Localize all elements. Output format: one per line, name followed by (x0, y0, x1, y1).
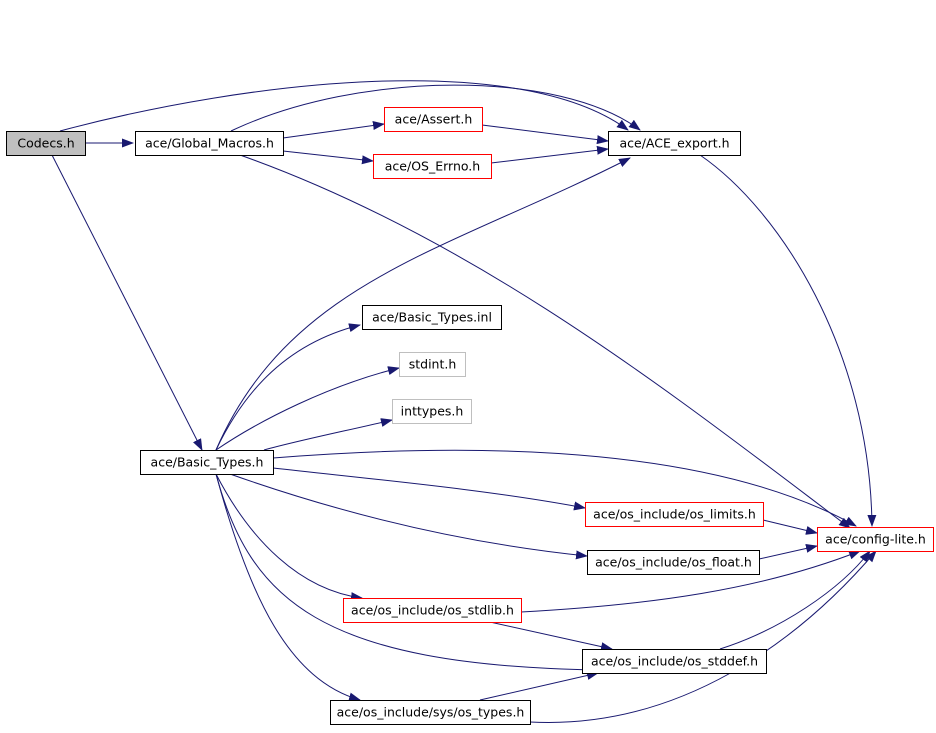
edge-limits-to-config (762, 519, 818, 535)
edge-assert-to-export (481, 124, 609, 145)
edge-export-to-config (699, 154, 877, 527)
node-inttypes[interactable]: inttypes.h (392, 399, 472, 424)
node-basic[interactable]: ace/Basic_Types.h (140, 450, 274, 475)
edge-basic-to-export (215, 157, 631, 451)
node-export[interactable]: ace/ACE_export.h (608, 131, 741, 156)
node-systypes[interactable]: ace/os_include/sys/os_types.h (330, 700, 531, 725)
node-oserrno[interactable]: ace/OS_Errno.h (373, 154, 492, 179)
node-box-global (135, 131, 284, 156)
node-label-stddef: ace/os_include/os_stddef.h (591, 654, 758, 669)
edge-basic-to-float (229, 473, 588, 560)
node-box-codecs (6, 131, 86, 156)
node-label-stdlib: ace/os_include/os_stdlib.h (351, 603, 514, 618)
node-label-codecs: Codecs.h (17, 136, 74, 151)
node-label-float: ace/os_include/os_float.h (595, 555, 752, 570)
node-stdlib[interactable]: ace/os_include/os_stdlib.h (343, 598, 522, 623)
edge-systypes-to-config (529, 550, 877, 723)
node-codecs[interactable]: Codecs.h (6, 131, 86, 156)
node-box-float (587, 550, 760, 575)
node-label-systypes: ace/os_include/sys/os_types.h (337, 705, 525, 720)
edges-layer (51, 80, 877, 723)
edge-basic-to-inttypes (263, 418, 393, 451)
edge-stdlib-to-stddef (489, 621, 613, 652)
node-label-oserrno: ace/OS_Errno.h (385, 159, 480, 174)
edge-systypes-to-stddef (479, 671, 599, 701)
edge-stdlib-to-config (520, 550, 861, 613)
node-box-stddef (582, 649, 767, 674)
node-box-basic (140, 450, 274, 475)
node-label-global: ace/Global_Macros.h (145, 136, 274, 151)
node-label-assert: ace/Assert.h (395, 112, 473, 127)
node-basicinl[interactable]: ace/Basic_Types.inl (362, 305, 502, 330)
node-label-export: ace/ACE_export.h (619, 136, 729, 151)
node-config[interactable]: ace/config-lite.h (817, 527, 934, 552)
node-label-basicinl: ace/Basic_Types.inl (372, 310, 492, 325)
node-box-inttypes (392, 399, 472, 424)
nodes-layer: Codecs.h ace/Global_Macros.h ace/Assert.h a… (6, 107, 934, 725)
node-box-export (608, 131, 741, 156)
node-global[interactable]: ace/Global_Macros.h (135, 131, 284, 156)
edge-float-to-config (758, 544, 818, 560)
node-assert[interactable]: ace/Assert.h (384, 107, 483, 132)
edge-stddef-to-config (719, 550, 871, 650)
node-label-basic: ace/Basic_Types.h (151, 455, 264, 470)
node-box-limits (585, 502, 764, 527)
edge-global-to-config (239, 154, 851, 529)
node-label-limits: ace/os_include/os_limits.h (593, 507, 756, 522)
node-label-stdint: stdint.h (409, 357, 457, 372)
edge-basic-to-stdlib (215, 473, 363, 602)
node-box-systypes (330, 700, 531, 725)
edge-codecs-to-export (59, 80, 629, 132)
node-box-oserrno (373, 154, 492, 179)
edge-basic-to-limits (272, 467, 586, 511)
edge-basic-to-config (272, 449, 857, 527)
edge-basic-to-stddef (215, 473, 598, 675)
node-limits[interactable]: ace/os_include/os_limits.h (585, 502, 764, 527)
node-label-config: ace/config-lite.h (825, 532, 926, 547)
node-label-inttypes: inttypes.h (401, 404, 464, 419)
node-float[interactable]: ace/os_include/os_float.h (587, 550, 760, 575)
edge-oserrno-to-export (490, 145, 609, 164)
edge-global-to-assert (282, 121, 385, 139)
node-box-assert (384, 107, 483, 132)
edge-global-to-oserrno (282, 150, 374, 165)
node-box-stdint (399, 352, 466, 377)
node-box-config (817, 527, 934, 552)
edge-basic-to-systypes (215, 473, 361, 702)
edge-global-to-export (230, 84, 641, 132)
node-box-stdlib (343, 598, 522, 623)
node-stddef[interactable]: ace/os_include/os_stddef.h (582, 649, 767, 674)
node-box-basicinl (362, 305, 502, 330)
edge-codecs-to-basic (51, 154, 203, 451)
edge-basic-to-basicinl (215, 323, 361, 451)
node-stdint[interactable]: stdint.h (399, 352, 466, 377)
edge-basic-to-stdint (215, 366, 400, 451)
